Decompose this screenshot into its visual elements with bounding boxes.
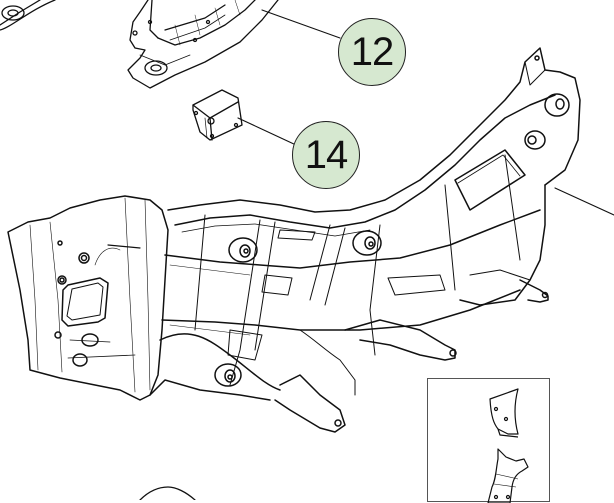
- partial-bracket-topleft: [0, 0, 56, 31]
- part-14-block: [192, 89, 243, 141]
- detail-inset: [427, 378, 550, 503]
- callout-12: 12: [338, 18, 406, 86]
- main-frame: [7, 47, 581, 433]
- leader-line-right: [554, 187, 614, 216]
- part-12-bracket: [127, 0, 279, 89]
- callout-number: 12: [350, 30, 394, 74]
- inset-brackets: [487, 388, 529, 503]
- partial-part-bottom: [139, 486, 196, 500]
- callout-14: 14: [292, 121, 360, 189]
- callout-number: 14: [304, 133, 348, 177]
- leader-line-12: [261, 9, 341, 39]
- curved-bracket-icon: [487, 448, 529, 503]
- angle-bracket-icon: [489, 388, 519, 438]
- leader-line-14: [237, 117, 297, 146]
